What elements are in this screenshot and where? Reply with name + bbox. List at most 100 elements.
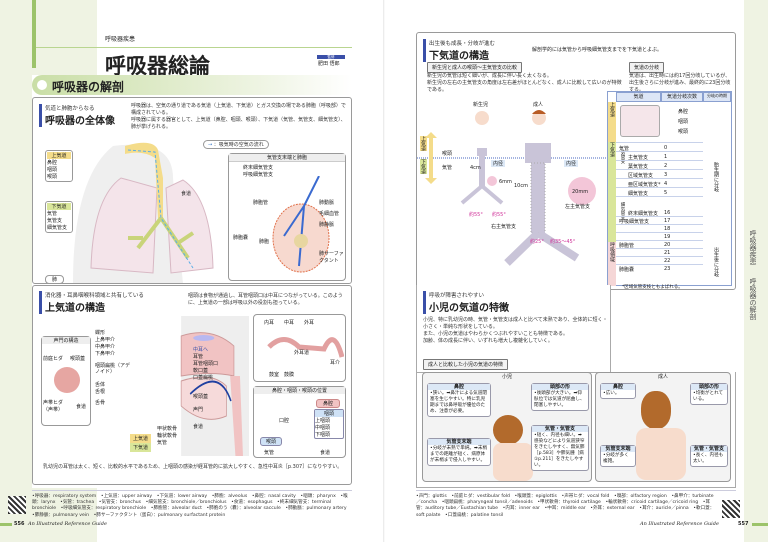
section-band-title: 呼吸器の解剖	[52, 80, 125, 94]
bullet: 気道は、出生時には約17回分岐しているが、出生後さらに分岐が進み、最終的に23回…	[629, 73, 731, 93]
lead-text: 解剖学的には気管から呼吸細気管支までを下気道とよぶ。	[532, 47, 663, 53]
branching-table: 気道 気道分岐次数 分岐の時期 上気道 下気道 呼吸領域 鼻腔 咽頭 喉頭 気管…	[607, 91, 732, 286]
lower-airway-tag: 下気道	[130, 443, 152, 452]
head-thumbnail	[620, 105, 660, 137]
branch-order: 1	[664, 154, 668, 160]
left-margin-bottom	[32, 488, 97, 542]
table-row: 21	[616, 248, 703, 256]
child-card-head: 頭部の形•後頭部が大きい。➡仰臥位では気道が屈曲し、閉塞しやすい。	[531, 383, 589, 411]
bullet: 新生児の左右の主気管支の角度は左右差がほとんどなく、成人に比較して広いのが特徴で…	[427, 80, 622, 93]
child-airway-heading: 呼吸が障害されやすい 小児の気道の特徴	[423, 291, 509, 314]
lower-airway-labels: 下気道 気管気管支細気管支	[45, 201, 73, 233]
section-label: 呼吸器疾患	[105, 36, 136, 43]
table-row: 18	[616, 224, 703, 232]
branch-order: 5	[664, 190, 668, 196]
page-bar	[0, 523, 12, 526]
page-title: 呼吸器総論	[105, 54, 210, 78]
child-card-nasal: 鼻腔•狭い。➡鼻汁による気道閉塞を生じやすい。特に乳児期までは鼻呼吸が優位のため…	[427, 383, 491, 417]
bullet: 呼吸器に属する器官として、上気道（鼻腔、咽頭、喉頭）、下気道（気管、気管支、細気…	[131, 117, 346, 130]
table-row: 22	[616, 256, 703, 264]
branch-order: 18	[664, 226, 671, 232]
child-panel: 小児 鼻腔•狭い。➡鼻汁による気道閉塞を生じやすい。特に乳児期までは鼻呼吸が優位…	[422, 372, 592, 482]
heading-title: 呼吸器の全体像	[45, 116, 115, 127]
comparison-tag: 新生児と成人の喉頭～主気管支の比較	[427, 62, 523, 73]
page-number: 556	[14, 521, 25, 527]
table-row: 肺胞管 20	[616, 240, 703, 249]
glossary: •呼吸器：respiratory system •上気道：upper airwa…	[32, 494, 352, 518]
bullet: 加齢、体の成長に伴い、いずれも増大し複雑化していく。	[423, 338, 553, 344]
divider	[36, 47, 352, 48]
head-labels-left: 蝶形 上鼻甲介中鼻甲介下鼻甲介 咽頭扁桃（アデノイド） 舌体舌根 舌骨	[95, 329, 151, 406]
comparison-tag: 成人と比較した小児の気道の特徴	[423, 359, 509, 370]
qr-code[interactable]	[722, 500, 740, 518]
supervisor-label: 監修	[317, 55, 345, 59]
head-labels-right: 中耳へ 耳管耳管咽頭口 軟口蓋口蓋扁桃 喉頭蓋 声門 食道	[193, 347, 219, 430]
newborn-length: 4cm	[470, 165, 481, 171]
adult-card-trachea: 気管・気管支•長く、内径も太い。	[690, 445, 728, 467]
ear-inset: 内耳 中耳 外耳 外耳道 鼓室 鼓膜 耳介	[253, 314, 346, 382]
bullet: 呼吸器は、空気の通り道である気道（上気道、下気道）とガス交換の場である肺胞（呼吸…	[131, 103, 346, 116]
branch-order: 16	[664, 210, 671, 216]
adult-card-head: 頭部の形•均衡がとれている。	[690, 383, 728, 405]
table-note: *区域気管支枝ともよばれる。	[622, 285, 683, 290]
branch-order: 0	[664, 145, 668, 151]
guide-title: An Illustrated Reference Guide	[28, 521, 107, 527]
airway-name: 主気管支	[628, 155, 649, 161]
comparison-area	[416, 372, 736, 488]
pharynx-position-inset: 鼻腔・咽頭・喉頭の位置 鼻腔 咽頭 上咽頭中咽頭下咽頭 口腔 喉頭 気管 食道	[253, 386, 346, 458]
airway-name: 葉気管支	[628, 164, 649, 170]
branch-order: 21	[664, 250, 671, 256]
branch-order: 20	[664, 242, 671, 248]
branch-order: 4	[664, 181, 668, 187]
child-head	[493, 415, 523, 445]
right-lung	[90, 177, 158, 274]
esophagus-label: 食道	[181, 191, 192, 197]
adult-length: 10cm	[514, 183, 528, 189]
accent-bar	[32, 0, 36, 68]
glottis-image	[54, 367, 80, 393]
upper-airway-labels: 上気道 鼻腔咽頭喉頭	[45, 150, 73, 182]
airway-name: 呼吸細気管支	[619, 219, 650, 225]
bullet: 新生児の気管は短く細いが、成長に伴い長く太くなる。	[427, 73, 552, 79]
head-section-diagram	[180, 316, 249, 456]
chapter-tab[interactable]: 呼吸器疾患	[749, 230, 757, 265]
table-row: 細気管支 5	[616, 187, 703, 197]
branching-tag: 気道の分岐	[629, 62, 665, 73]
trachea-comparison-diagram	[417, 110, 607, 266]
adult-body	[636, 428, 686, 480]
branch-order: 19	[664, 234, 671, 240]
neck-labels: 甲状軟骨輪状軟骨気管	[157, 426, 178, 446]
airway-name: 肺胞嚢	[619, 267, 635, 273]
lung-label: 肺	[45, 275, 65, 284]
airway-name: 区域気管支	[628, 173, 654, 179]
left-margin	[0, 0, 32, 542]
newborn-diameter: 6mm	[499, 179, 512, 185]
qr-code[interactable]	[8, 496, 26, 514]
airway-name: 細気管支	[628, 191, 649, 197]
respiratory-system-diagram	[73, 142, 214, 283]
child-card-trachea: 気管・気管支•短く、内径も細い。➡感染などにより気道狭窄をきたしやすく、無気肺［…	[531, 425, 589, 471]
table-row: 19	[616, 232, 703, 240]
bullet: 小児、特に乳幼児の時、気管・気管支は成人と比べて未熟であり、全体的に短く・小さく…	[423, 317, 608, 330]
glossary: •声門：glottis •前庭ヒダ：vestibular fold •喉頭蓋：e…	[416, 494, 715, 518]
adult-panel: 成人 鼻腔•広い。 頭部の形•均衡がとれている。 気管支末端•分岐が多く複雑。 …	[595, 372, 731, 482]
table-row: 亜区域気管支*4	[616, 178, 703, 188]
adult-head	[641, 391, 671, 429]
newborn-label: 新生児	[473, 102, 489, 108]
overview-heading: 気道と肺胞からなる 呼吸器の全体像	[39, 104, 115, 127]
adult-card-nasal: 鼻腔•広い。	[600, 383, 636, 399]
divider	[32, 490, 352, 491]
circle-icon	[37, 80, 47, 90]
left-margin-top	[32, 0, 97, 75]
airway-name: 肺胞管	[619, 243, 635, 249]
adult-diameter: 20mm	[572, 189, 589, 195]
divider	[416, 490, 736, 491]
overview-box: 気道と肺胞からなる 呼吸器の全体像 呼吸器は、空気の通り道である気道（上気道、下…	[32, 97, 352, 284]
section-tab[interactable]: 呼吸器の解剖	[749, 278, 757, 320]
child-body	[493, 443, 533, 481]
